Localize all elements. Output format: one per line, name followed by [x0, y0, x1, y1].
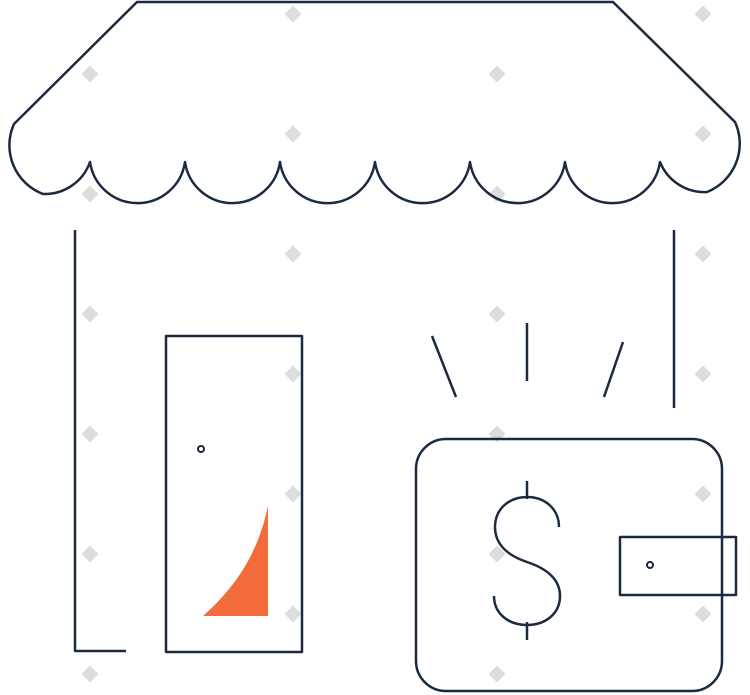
door-icon [164, 334, 304, 654]
wallet-icon [414, 437, 724, 693]
door-accent-shape [203, 506, 268, 616]
store-wall-left [73, 230, 126, 653]
sparkle-ray [602, 341, 625, 398]
awning-icon [8, 0, 741, 205]
door-knob [197, 445, 205, 453]
wallet-clasp [618, 535, 738, 597]
dollar-sign-icon [492, 495, 562, 627]
sparkle-ray [430, 335, 458, 398]
wallet-clasp-button [646, 561, 654, 569]
